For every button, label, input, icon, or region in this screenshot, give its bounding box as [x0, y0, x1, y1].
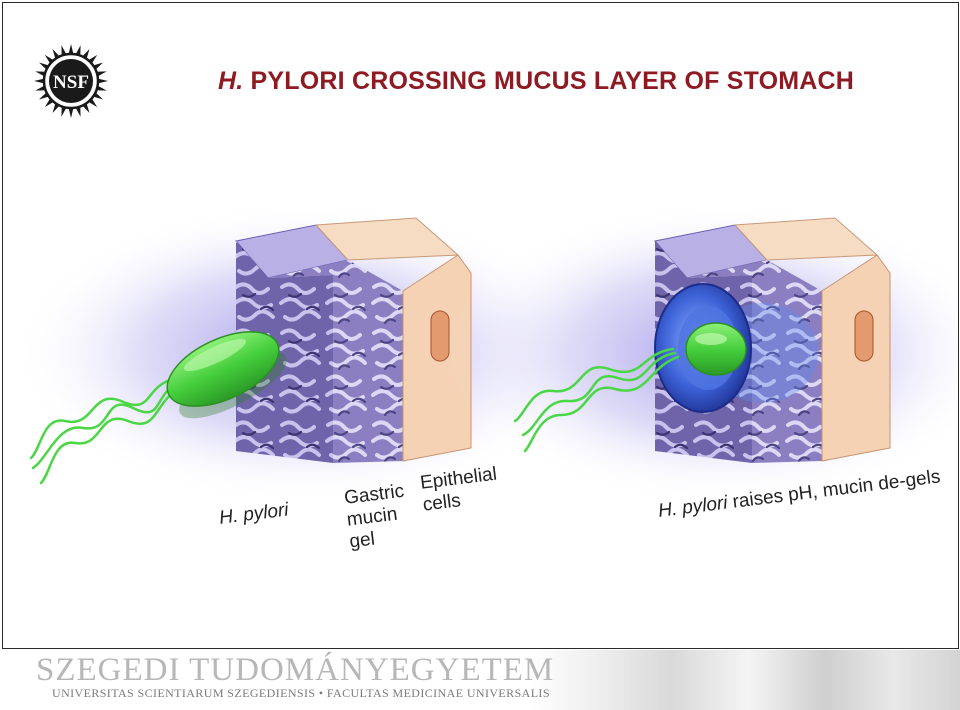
right-mucin-side-face [687, 260, 822, 463]
right-epithelial-face [821, 254, 891, 462]
left-bacterium [166, 331, 280, 407]
nsf-seal-ray [96, 71, 107, 77]
label-gastric-mucin-gel: Gastric mucin gel [343, 481, 411, 554]
left-block [235, 217, 472, 463]
nsf-seal-ray [68, 107, 74, 118]
right-bacterium-highlight [695, 333, 727, 345]
nsf-seal-ray [96, 85, 107, 91]
title-prefix: H. [218, 67, 244, 95]
left-flagella [29, 377, 183, 485]
nsf-seal-ray [97, 78, 108, 84]
nsf-seal-ray [75, 45, 81, 56]
right-flagella [513, 347, 680, 453]
nsf-logo-text: NSF [53, 72, 89, 93]
diagram [13, 203, 958, 503]
nsf-seal-ray [34, 78, 45, 84]
left-diagram [13, 203, 593, 503]
slide: NSF H. PYLORI CROSSING MUCUS LAYER OF ST… [2, 2, 959, 649]
footer-banner: SZEGEDI TUDOMÁNYEGYETEM UNIVERSITAS SCIE… [0, 650, 960, 710]
right-bacterium [685, 322, 747, 376]
nsf-seal-ray [35, 85, 46, 91]
left-mucin-front-face [236, 241, 333, 463]
footer-faculty-name: UNIVERSITAS SCIENTIARUM SZEGEDIENSIS • F… [52, 686, 550, 700]
nsf-seal-ray [35, 71, 46, 77]
right-epithelial-nucleus [854, 310, 874, 362]
right-diagram [443, 203, 958, 503]
title-rest: PYLORI CROSSING MUCUS LAYER OF STOMACH [243, 67, 855, 95]
label-epithelial-cells: Epithelial cells [419, 464, 501, 517]
nsf-seal-ray [68, 44, 74, 55]
nsf-seal-ray [61, 45, 67, 56]
footer-university-name: SZEGEDI TUDOMÁNYEGYETEM [36, 652, 555, 688]
nsf-seal-ray [61, 106, 67, 117]
left-mucin-side-face [268, 260, 403, 463]
page-title: H. PYLORI CROSSING MUCUS LAYER OF STOMAC… [218, 67, 854, 96]
left-bacterium-highlight [184, 338, 246, 372]
nsf-logo: NSF [34, 44, 108, 118]
nsf-seal-ray [75, 106, 81, 117]
